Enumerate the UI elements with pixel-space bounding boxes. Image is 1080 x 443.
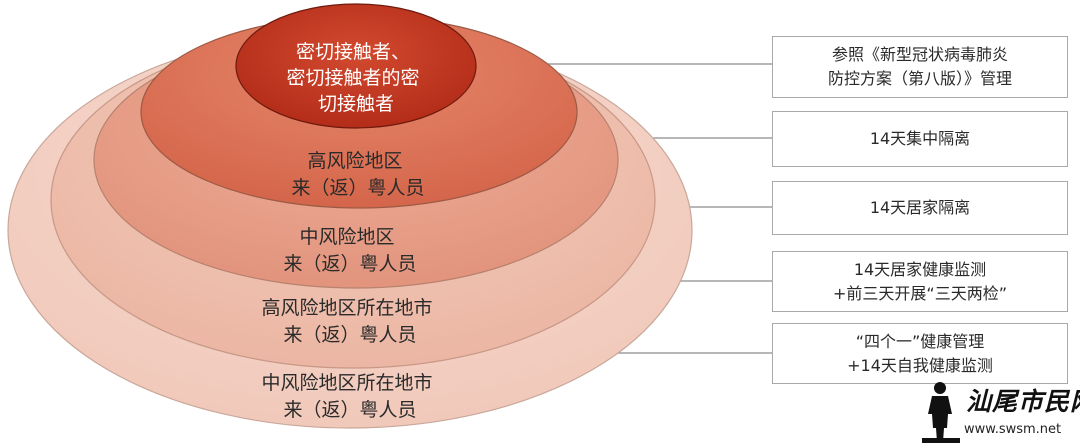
ring-outer-label: 中风险地区所在地市 来（返）粤人员 [261, 372, 438, 421]
measure-text: 14天集中隔离 [869, 129, 971, 148]
measure-text: 参照《新型冠状病毒肺炎 [831, 45, 1008, 64]
measure-box-high-risk: 14天集中隔离 [772, 111, 1068, 167]
ring-core [235, 3, 477, 129]
core-label: 密切接触者、 密切接触者的密 切接触者 [286, 41, 425, 115]
ring-2-label-line: 高风险地区 [307, 150, 402, 172]
core-label-line: 密切接触者的密 [286, 67, 419, 89]
ring-2-label-line: 来（返）粤人员 [291, 177, 424, 199]
measure-text: 防控方案（第八版）》管理 [827, 69, 1012, 88]
ring-4-label-line: 来（返）粤人员 [283, 324, 416, 346]
person-silhouette-icon [922, 382, 960, 443]
ring-outer-label-line: 中风险地区所在地市 [261, 372, 432, 394]
ring-3-label: 中风险地区 来（返）粤人员 [283, 226, 416, 275]
ring-3-label-line: 中风险地区 [299, 226, 394, 248]
measure-text: +前三天开展“三天两检” [833, 283, 1007, 303]
measure-box-mid-risk: 14天居家隔离 [772, 181, 1068, 235]
measure-box-high-risk-city: 14天居家健康监测 +前三天开展“三天两检” [772, 251, 1068, 312]
watermark-logo: 汕尾市民网 [966, 387, 1080, 416]
ring-2-label: 高风险地区 来（返）粤人员 [291, 150, 424, 199]
ring-4-label: 高风险地区所在地市 来（返）粤人员 [261, 297, 438, 346]
ring-3-label-line: 来（返）粤人员 [283, 253, 416, 275]
watermark: 汕尾市民网 www.swsm.net [918, 380, 1080, 443]
core-label-line: 切接触者 [318, 93, 394, 115]
measure-text: 14天居家隔离 [869, 198, 971, 217]
measure-box-mid-risk-city: “四个一”健康管理 +14天自我健康监测 [772, 323, 1068, 384]
ring-4-label-line: 高风险地区所在地市 [261, 297, 432, 319]
measure-box-close-contacts: 参照《新型冠状病毒肺炎 防控方案（第八版）》管理 [772, 36, 1068, 98]
watermark-url: www.swsm.net [964, 422, 1062, 437]
core-label-line: 密切接触者、 [296, 41, 410, 63]
measure-text: “四个一”健康管理 [855, 331, 985, 351]
ring-outer-label-line: 来（返）粤人员 [283, 399, 416, 421]
measure-text: +14天自我健康监测 [847, 355, 993, 375]
measure-text: 14天居家健康监测 [853, 259, 987, 279]
